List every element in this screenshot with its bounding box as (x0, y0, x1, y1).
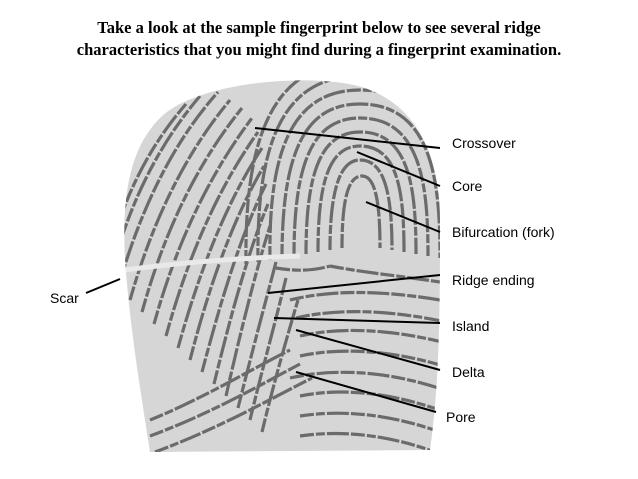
title-line-1: Take a look at the sample fingerprint be… (97, 18, 541, 37)
title-line-2: characteristics that you might find duri… (76, 40, 562, 59)
label-core: Core (452, 178, 483, 194)
label-pore: Pore (446, 409, 476, 425)
delta-leader (295, 329, 441, 371)
label-crossover: Crossover (452, 135, 516, 151)
ridge-ending-leader (267, 274, 441, 294)
pore-leader (295, 371, 437, 413)
core-leader (356, 151, 441, 187)
label-island: Island (452, 318, 490, 334)
island-leader (273, 317, 441, 324)
label-delta: Delta (452, 364, 485, 380)
crossover-leader (254, 127, 441, 149)
label-ridge-ending: Ridge ending (452, 272, 535, 288)
label-scar: Scar (50, 290, 79, 306)
label-bifurcation: Bifurcation (fork) (452, 224, 555, 240)
slide-title: Take a look at the sample fingerprint be… (10, 17, 628, 61)
bifurcation-leader (365, 201, 441, 233)
fingerprint-image (124, 80, 441, 453)
leader-lines (85, 127, 441, 413)
scar-leader (85, 278, 121, 294)
